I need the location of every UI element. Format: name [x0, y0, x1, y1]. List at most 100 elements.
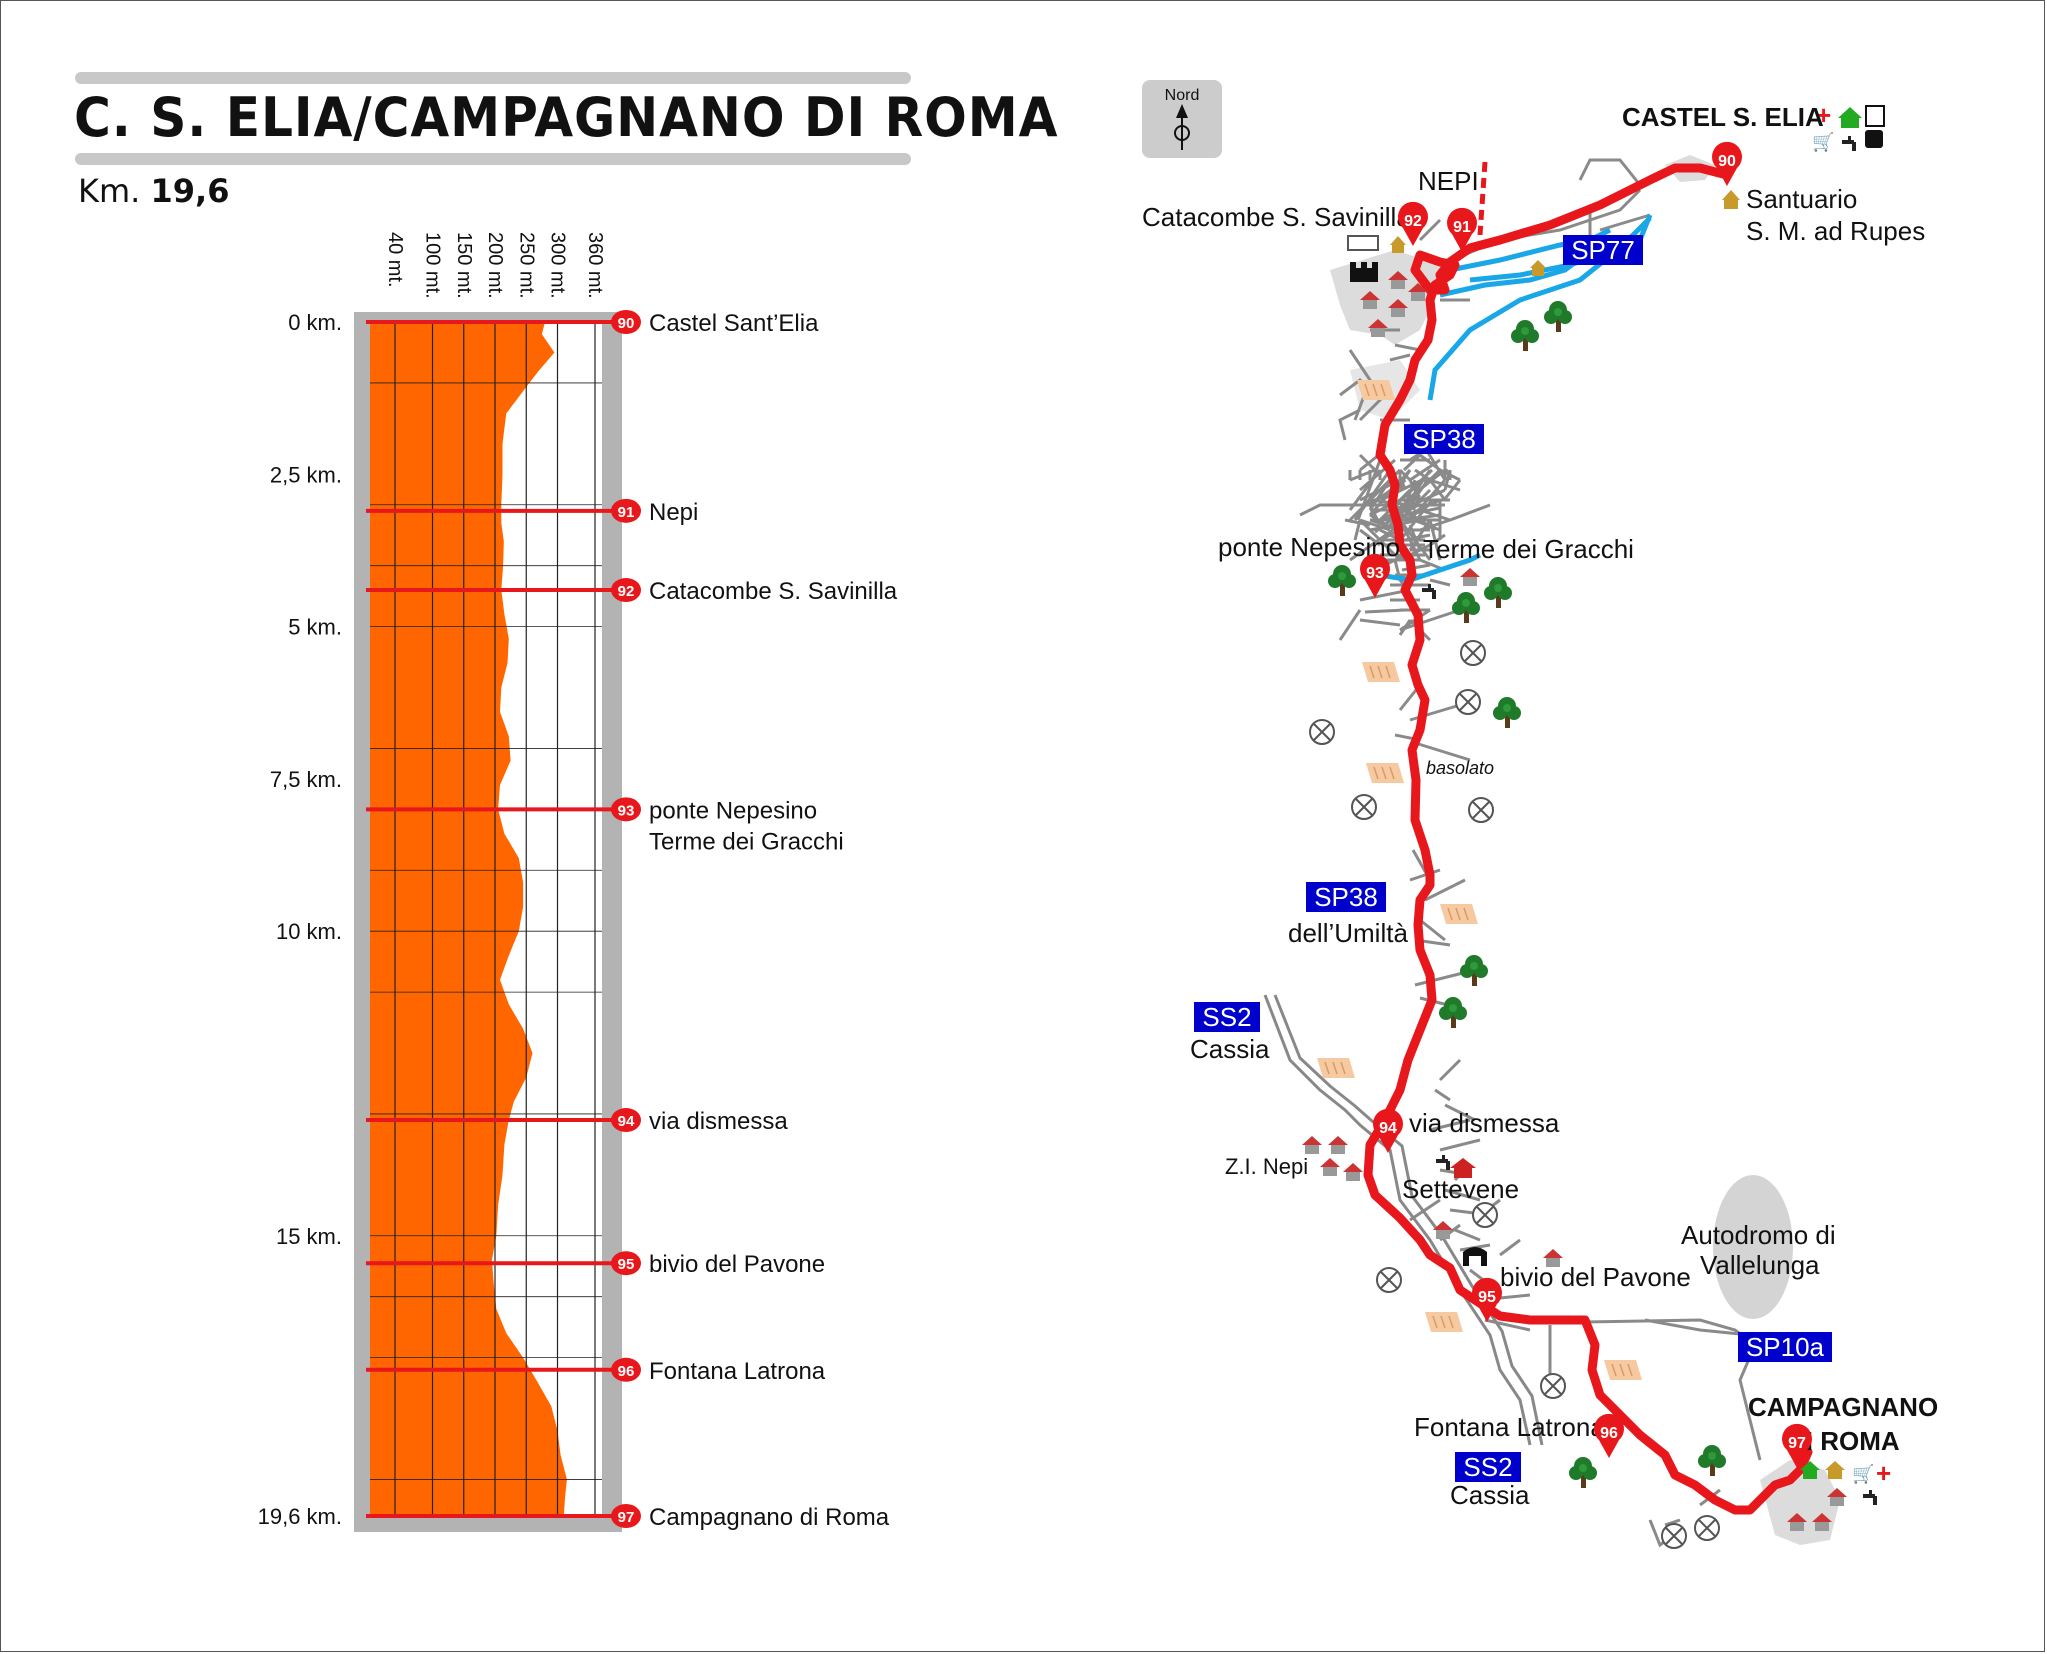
altitude-tick-label: 200 mt.: [484, 232, 506, 299]
waypoint-number: 94: [618, 1113, 635, 1130]
altitude-tick-label: 150 mt.: [453, 232, 475, 299]
home-green-icon-2: [1800, 1461, 1820, 1470]
route-marker-number: 96: [1600, 1425, 1618, 1442]
label-fontana: Fontana Latrona: [1414, 1412, 1605, 1442]
tunnel-icon: [1463, 1247, 1487, 1266]
waypoint-badge: [611, 1357, 641, 1382]
north-arrow: Nord: [1142, 80, 1222, 158]
waypoint-number: 91: [618, 504, 635, 521]
label-autodromo-2: Vallelunga: [1700, 1250, 1820, 1280]
route-marker-pin: 94: [1373, 1108, 1403, 1153]
church-icon: [1390, 236, 1406, 245]
title-bar-bottom: [75, 153, 911, 165]
altitude-tick-label: 250 mt.: [515, 232, 537, 299]
label-campagnano-1: CAMPAGNANO: [1748, 1392, 1938, 1422]
church-icon-3: [1825, 1461, 1845, 1470]
label-bivio: bivio del Pavone: [1500, 1262, 1691, 1292]
route-marker-pin: 90: [1712, 141, 1743, 186]
altitude-tick-labels: 40 mt. 100 mt. 150 mt. 200 mt. 250 mt. 300 mt…: [384, 232, 606, 299]
route-marker-pin: 91: [1447, 207, 1478, 252]
distance-value: 19,6: [150, 172, 230, 210]
cassia-road: [1263, 994, 1544, 1446]
waypoint-label: via dismessa: [649, 1108, 788, 1135]
museum-icon: [1865, 105, 1885, 127]
title-bar-top: [75, 72, 911, 84]
waypoint-label: Catacombe S. Savinilla: [649, 578, 898, 605]
waypoint-label: ponte Nepesino: [649, 797, 817, 824]
route-marker-number: 95: [1478, 1289, 1496, 1306]
route-marker-pin: 92: [1398, 201, 1428, 246]
bus-icon: [1865, 130, 1883, 148]
altitude-tick-label: 40 mt.: [384, 232, 406, 288]
poi-icons: + 🛒 🛒 +: [1347, 100, 1891, 1488]
label-settevene: Settevene: [1402, 1174, 1519, 1204]
shop-cart-icon-2: 🛒: [1852, 1463, 1874, 1484]
route-marker-number: 90: [1718, 153, 1736, 170]
secondary-roads: [1299, 460, 1762, 1548]
waypoint-number: 92: [618, 583, 635, 600]
waypoint-badge: [611, 310, 641, 334]
label-zi-nepi: Z.I. Nepi: [1225, 1154, 1308, 1179]
sanctuary-icon: [1722, 190, 1740, 200]
route-line: [1363, 163, 1813, 1515]
km-tick-label: 7,5 km.: [270, 767, 342, 792]
route-marker-number: 94: [1379, 1120, 1397, 1137]
altitude-tick-label: 100 mt.: [422, 232, 444, 299]
total-distance: Km. 19,6: [78, 172, 229, 210]
label-via-dismessa: via dismessa: [1409, 1108, 1560, 1138]
distance-prefix: Km.: [78, 172, 141, 210]
road-sp10a: SP10a: [1746, 1332, 1825, 1362]
route-marker-pin: 97: [1782, 1423, 1812, 1468]
waypoint-label: bivio del Pavone: [649, 1251, 825, 1278]
waypoint-number: 96: [618, 1363, 635, 1380]
label-castel-selia: CASTEL S. ELIA: [1622, 102, 1824, 132]
catacomb-icon: [1347, 235, 1379, 251]
km-tick-label: 10 km.: [276, 919, 342, 944]
field-icons: [1316, 379, 1643, 1381]
km-tick-label: 2,5 km.: [270, 462, 342, 487]
elevation-area: [370, 322, 567, 1516]
road-badges: SP77 SP38 SP38 SS2 SP10a SS2: [1194, 235, 1832, 1482]
waypoint-label: Castel Sant’Elia: [649, 310, 819, 337]
km-tick-label: 5 km.: [288, 615, 342, 640]
label-autodromo-1: Autodromo di: [1681, 1220, 1836, 1250]
hospital-cross-icon-2: +: [1876, 1458, 1891, 1488]
shop-cart-icon: 🛒: [1812, 131, 1834, 152]
label-umilta: dell’Umiltà: [1288, 918, 1408, 948]
waypoint-badge: [611, 1504, 641, 1528]
km-tick-label: 15 km.: [276, 1224, 342, 1249]
waypoint-label: Campagnano di Roma: [649, 1504, 890, 1531]
waypoint-number: 93: [618, 802, 635, 819]
waypoint-number: 95: [618, 1256, 635, 1273]
altitude-tick-label: 300 mt.: [547, 232, 569, 299]
road-ss2-bottom: SS2: [1463, 1452, 1512, 1482]
tree-icons: [1328, 301, 1726, 1488]
km-tick-label: 19,6 km.: [258, 1504, 342, 1529]
km-tick-labels: 0 km.2,5 km.5 km.7,5 km.10 km.15 km.19,6…: [258, 310, 342, 1529]
map-labels: CASTEL S. ELIA Santuario S. M. ad Rupes …: [1142, 102, 1938, 1510]
route-marker-pin: 93: [1360, 553, 1391, 598]
route-markers: 90 91 92 93 94 95 96 97: [1360, 141, 1812, 1468]
church-icon-2: [1530, 260, 1546, 268]
route-marker-number: 91: [1453, 219, 1471, 236]
road-sp77: SP77: [1571, 235, 1635, 265]
route-marker-pin: 95: [1472, 1277, 1502, 1322]
waypoint-number: 97: [618, 1509, 635, 1526]
waypoint-badge: [611, 578, 641, 603]
altitude-tick-label: 360 mt.: [584, 232, 606, 299]
vallelunga-circuit: [1713, 1175, 1793, 1319]
waypoint-badge: [611, 1251, 641, 1276]
castle-icon: [1350, 268, 1378, 282]
route-marker-pin: 96: [1594, 1413, 1625, 1458]
waypoint-number: 90: [618, 315, 635, 332]
road-ss2-top: SS2: [1202, 1002, 1251, 1032]
waypoint-badge: [611, 797, 641, 822]
label-terme: Terme dei Gracchi: [1423, 534, 1634, 564]
home-green-icon: [1838, 107, 1862, 118]
label-cassia-bottom: Cassia: [1450, 1480, 1530, 1510]
route-marker-number: 93: [1366, 565, 1384, 582]
